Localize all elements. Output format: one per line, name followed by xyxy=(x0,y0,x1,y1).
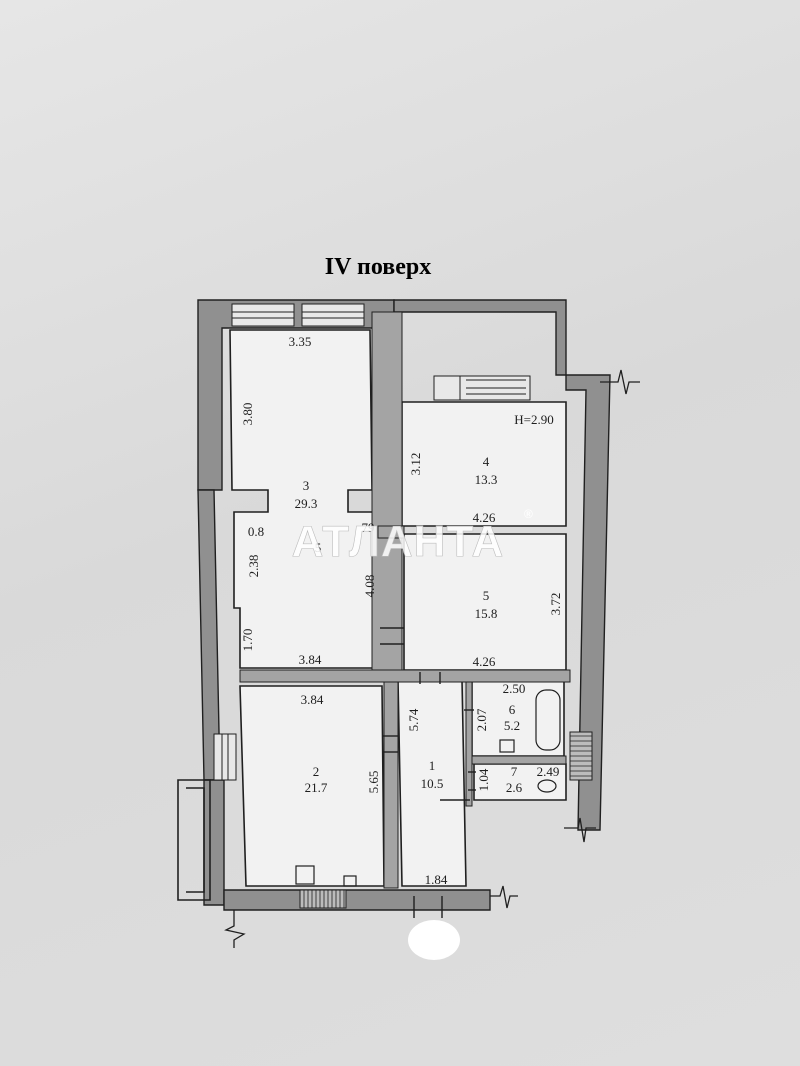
room-6-area: 5.2 xyxy=(504,718,520,733)
dim-r4-bottom: 4.26 xyxy=(473,510,496,525)
dim-r3-mid-b: 5 xyxy=(315,540,322,555)
dim-r3-stub: 0.8 xyxy=(248,524,264,539)
dim-r2-right: 5.65 xyxy=(366,771,381,794)
sink xyxy=(499,739,515,753)
vent-bottom xyxy=(299,889,347,909)
room-7-area: 2.6 xyxy=(506,780,523,795)
room-2-area: 21.7 xyxy=(305,780,328,795)
room-3-area: 29.3 xyxy=(295,496,318,511)
redaction-blob xyxy=(408,920,460,960)
room-labels: 1 10.5 2 21.7 3 29.3 4 13.3 5 15.8 6 5.2… xyxy=(295,454,523,795)
interior-walls xyxy=(239,311,571,889)
room-2-number: 2 xyxy=(313,764,320,779)
room-4-area: 13.3 xyxy=(475,472,498,487)
window-room-3b xyxy=(301,303,365,327)
dim-r3-mid-a: 79 xyxy=(362,520,375,535)
dim-r3-bottom-left: 1.70 xyxy=(240,629,255,652)
windows xyxy=(213,303,531,781)
break-symbols xyxy=(224,369,640,948)
dim-r3-left: 3.80 xyxy=(240,403,255,426)
dimension-labels: 3.35 3.80 0.8 2.38 1.70 3.84 4.08 79 5 H… xyxy=(240,334,563,887)
watermark-registered: ® xyxy=(524,507,533,521)
room-outlines xyxy=(229,329,567,887)
floor-title: IV поверх xyxy=(325,254,431,280)
window-room-3a xyxy=(231,303,295,327)
dim-r3-top: 3.35 xyxy=(289,334,312,349)
dim-r7-right: 2.49 xyxy=(537,764,560,779)
ceiling-height: H=2.90 xyxy=(514,412,553,427)
dim-r3-left2: 2.38 xyxy=(246,555,261,578)
watermark: АТЛАНТА ® xyxy=(291,507,533,566)
room-1-area: 10.5 xyxy=(421,776,444,791)
bathtub xyxy=(535,689,561,751)
room-7-number: 7 xyxy=(511,764,518,779)
outer-walls xyxy=(197,299,611,911)
toilet xyxy=(537,779,557,793)
kitchen-sink xyxy=(343,875,357,887)
dim-r3-right: 4.08 xyxy=(362,575,377,598)
room-5-number: 5 xyxy=(483,588,490,603)
room-3-number: 3 xyxy=(303,478,310,493)
room-4-number: 4 xyxy=(483,454,490,469)
vent-grilles xyxy=(299,731,593,909)
dim-r4-left: 3.12 xyxy=(408,453,423,476)
balcony xyxy=(177,779,211,901)
door-marks xyxy=(380,627,476,918)
dim-r6-top: 2.50 xyxy=(503,681,526,696)
room-1-number: 1 xyxy=(429,758,436,773)
dim-r1-bottom: 1.84 xyxy=(425,872,448,887)
dim-r7-left: 1.04 xyxy=(476,768,491,791)
watermark-text: АТЛАНТА xyxy=(292,517,505,566)
dim-r2-top: 3.84 xyxy=(301,692,324,707)
room-6-number: 6 xyxy=(509,702,516,717)
dim-r6-left: 2.07 xyxy=(474,708,489,731)
dim-r5-bottom: 4.26 xyxy=(473,654,496,669)
dim-r5-right: 3.72 xyxy=(548,593,563,616)
bath-fixtures xyxy=(295,689,561,887)
dim-r3-bottom: 3.84 xyxy=(299,652,322,667)
room-5-area: 15.8 xyxy=(475,606,498,621)
stove xyxy=(295,865,315,885)
window-room-2 xyxy=(213,733,237,781)
room-3-outline xyxy=(229,329,379,669)
dim-r1-left: 5.74 xyxy=(406,708,421,731)
